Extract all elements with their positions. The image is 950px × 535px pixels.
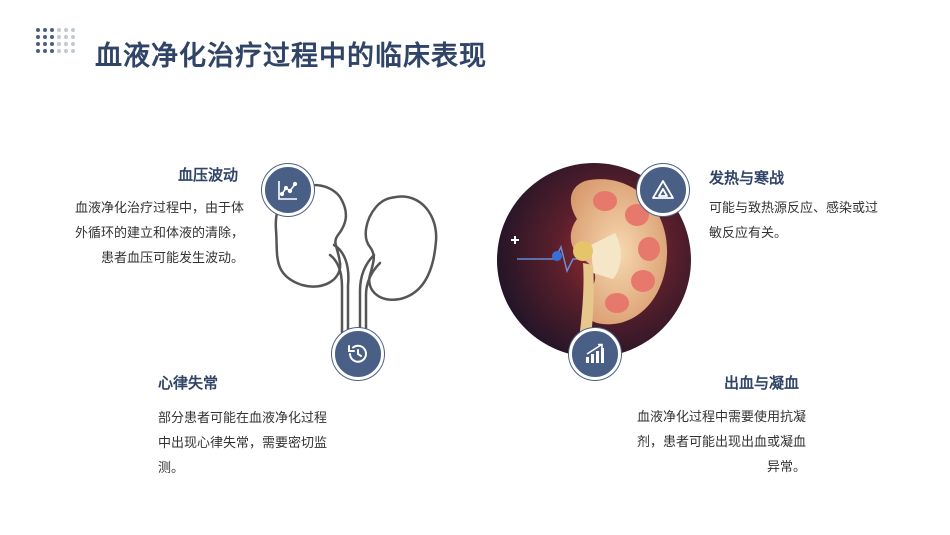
history-clock-icon — [348, 344, 367, 363]
bleeding-icon-badge — [569, 328, 621, 380]
blood-pressure-icon-badge — [262, 164, 314, 216]
bp-line-1: 血液净化治疗过程中，由于体 — [74, 201, 244, 216]
dot-grid-decoration — [36, 28, 75, 53]
triangle-icon — [652, 180, 674, 199]
bp-line-2: 外循环的建立和体液的清除， — [74, 226, 244, 241]
line-chart-icon — [278, 181, 298, 200]
bp-description: 血液净化治疗过程中，由于体 外循环的建立和体液的清除， 患者血压可能发生波动。 — [60, 196, 244, 271]
bleeding-description: 血液净化过程中需要使用抗凝 剂，患者可能出现出血或凝血 异常。 — [610, 405, 806, 480]
fever-line-2: 敏反应有关。 — [709, 226, 788, 241]
arrhythmia-line-3: 测。 — [158, 461, 185, 476]
arrhythmia-line-1: 部分患者可能在血液净化过程 — [158, 411, 328, 426]
page-title: 血液净化治疗过程中的临床表现 — [95, 41, 487, 72]
bleeding-heading: 出血与凝血 — [724, 374, 800, 392]
bleeding-line-2: 剂，患者可能出现出血或凝血 — [636, 435, 806, 450]
arrhythmia-heading: 心律失常 — [158, 374, 219, 392]
kidney-anatomy-image — [497, 163, 691, 357]
fever-heading: 发热与寒战 — [709, 169, 785, 187]
bar-chart-rising-icon — [586, 343, 604, 363]
fever-line-1: 可能与致热源反应、感染或过 — [709, 201, 879, 216]
kidney-outline-illustration — [274, 183, 438, 345]
bleeding-line-1: 血液净化过程中需要使用抗凝 — [636, 410, 806, 425]
fever-description: 可能与致热源反应、感染或过 敏反应有关。 — [709, 196, 899, 246]
arrhythmia-icon-badge — [332, 328, 384, 380]
bp-line-3: 患者血压可能发生波动。 — [100, 251, 244, 266]
bp-heading: 血压波动 — [178, 166, 239, 184]
bleeding-line-3: 异常。 — [766, 460, 806, 475]
fever-icon-badge — [637, 164, 689, 216]
arrhythmia-description: 部分患者可能在血液净化过程 中出现心律失常，需要密切监 测。 — [158, 406, 348, 481]
arrhythmia-line-2: 中出现心律失常，需要密切监 — [158, 436, 328, 451]
